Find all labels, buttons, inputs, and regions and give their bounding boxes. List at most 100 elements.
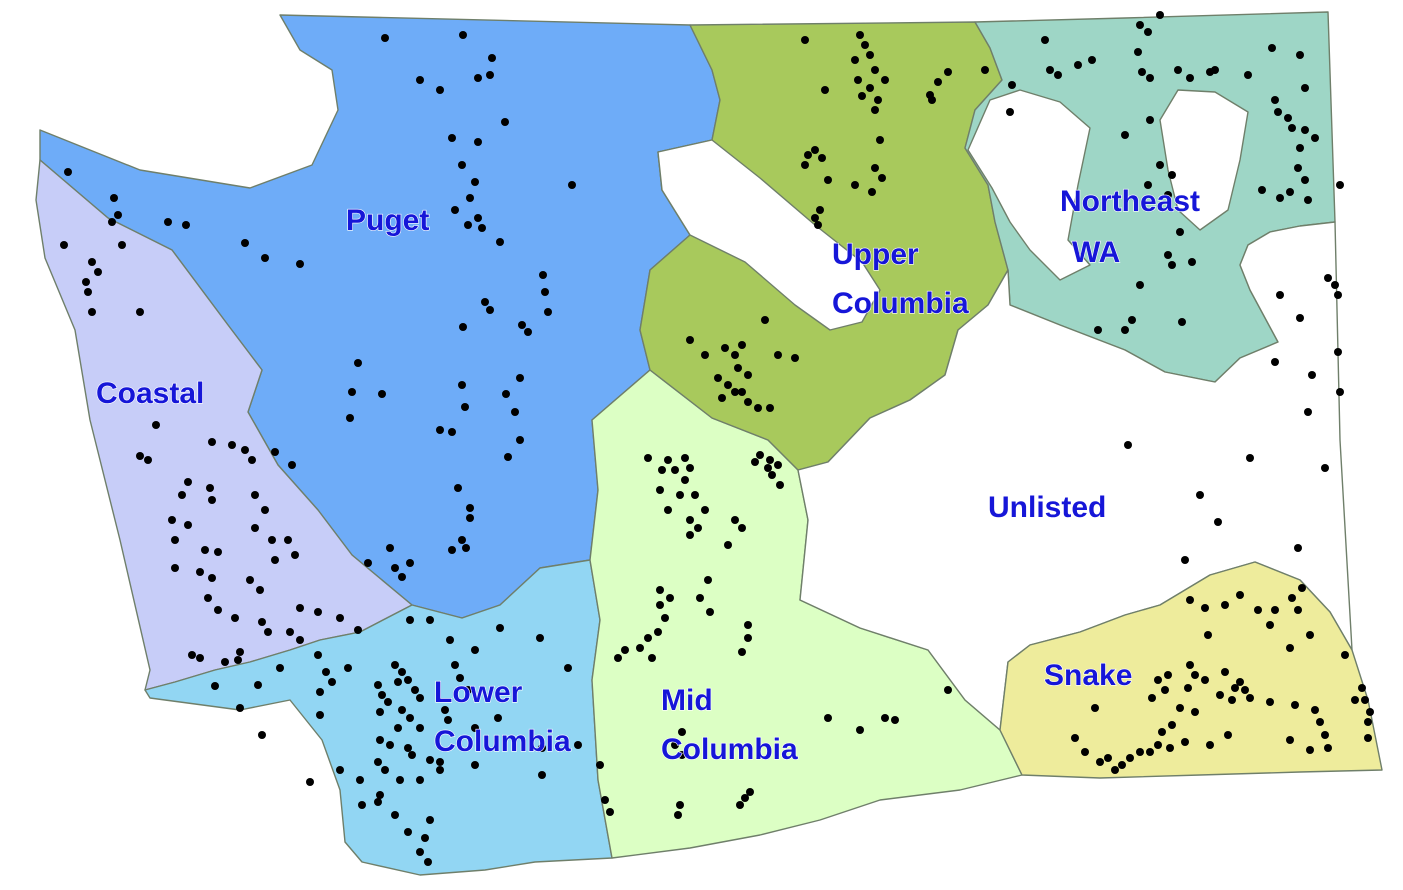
site-marker[interactable] (1324, 274, 1332, 282)
site-marker[interactable] (1246, 454, 1254, 462)
site-marker[interactable] (701, 506, 709, 514)
site-marker[interactable] (1298, 584, 1306, 592)
site-marker[interactable] (486, 71, 494, 79)
site-marker[interactable] (208, 438, 216, 446)
site-marker[interactable] (464, 221, 472, 229)
site-marker[interactable] (184, 478, 192, 486)
site-marker[interactable] (824, 176, 832, 184)
site-marker[interactable] (1334, 348, 1342, 356)
site-marker[interactable] (60, 241, 68, 249)
site-marker[interactable] (406, 714, 414, 722)
site-marker[interactable] (471, 646, 479, 654)
site-marker[interactable] (1121, 131, 1129, 139)
site-marker[interactable] (538, 744, 546, 752)
site-marker[interactable] (881, 714, 889, 722)
site-marker[interactable] (821, 86, 829, 94)
site-marker[interactable] (1336, 388, 1344, 396)
site-marker[interactable] (168, 516, 176, 524)
site-marker[interactable] (564, 664, 572, 672)
site-marker[interactable] (1136, 748, 1144, 756)
site-marker[interactable] (1358, 684, 1366, 692)
site-marker[interactable] (666, 594, 674, 602)
site-marker[interactable] (1236, 591, 1244, 599)
site-marker[interactable] (516, 374, 524, 382)
site-marker[interactable] (108, 218, 116, 226)
site-marker[interactable] (1204, 631, 1212, 639)
site-marker[interactable] (654, 628, 662, 636)
site-marker[interactable] (471, 178, 479, 186)
site-marker[interactable] (1148, 694, 1156, 702)
site-marker[interactable] (421, 834, 429, 842)
site-marker[interactable] (1136, 281, 1144, 289)
site-marker[interactable] (1206, 741, 1214, 749)
site-marker[interactable] (178, 491, 186, 499)
site-marker[interactable] (731, 351, 739, 359)
site-marker[interactable] (451, 661, 459, 669)
site-marker[interactable] (694, 524, 702, 532)
site-marker[interactable] (1331, 281, 1339, 289)
site-marker[interactable] (391, 661, 399, 669)
site-marker[interactable] (661, 614, 669, 622)
site-marker[interactable] (436, 758, 444, 766)
site-marker[interactable] (681, 454, 689, 462)
site-marker[interactable] (851, 56, 859, 64)
site-marker[interactable] (871, 164, 879, 172)
site-marker[interactable] (486, 306, 494, 314)
site-marker[interactable] (1291, 701, 1299, 709)
site-marker[interactable] (1154, 741, 1162, 749)
site-marker[interactable] (441, 706, 449, 714)
site-marker[interactable] (774, 351, 782, 359)
site-marker[interactable] (1146, 74, 1154, 82)
site-marker[interactable] (1288, 124, 1296, 132)
site-marker[interactable] (1184, 684, 1192, 692)
site-marker[interactable] (394, 724, 402, 732)
site-marker[interactable] (1294, 164, 1302, 172)
site-marker[interactable] (234, 656, 242, 664)
site-marker[interactable] (541, 288, 549, 296)
site-marker[interactable] (236, 648, 244, 656)
site-marker[interactable] (1364, 718, 1372, 726)
site-marker[interactable] (644, 634, 652, 642)
site-marker[interactable] (1296, 314, 1304, 322)
site-marker[interactable] (1046, 66, 1054, 74)
site-marker[interactable] (82, 278, 90, 286)
region-snake[interactable] (999, 561, 1383, 779)
site-marker[interactable] (391, 811, 399, 819)
site-marker[interactable] (464, 686, 472, 694)
site-marker[interactable] (1188, 258, 1196, 266)
site-marker[interactable] (1244, 71, 1252, 79)
site-marker[interactable] (1146, 116, 1154, 124)
site-marker[interactable] (188, 651, 196, 659)
site-marker[interactable] (448, 428, 456, 436)
site-marker[interactable] (171, 564, 179, 572)
site-marker[interactable] (644, 454, 652, 462)
site-marker[interactable] (1128, 316, 1136, 324)
site-marker[interactable] (136, 452, 144, 460)
site-marker[interactable] (824, 714, 832, 722)
site-marker[interactable] (731, 516, 739, 524)
site-marker[interactable] (718, 394, 726, 402)
site-marker[interactable] (1178, 318, 1186, 326)
site-marker[interactable] (1174, 66, 1182, 74)
site-marker[interactable] (774, 461, 782, 469)
site-marker[interactable] (721, 344, 729, 352)
site-marker[interactable] (1158, 728, 1166, 736)
site-marker[interactable] (344, 664, 352, 672)
site-marker[interactable] (358, 801, 366, 809)
site-marker[interactable] (1091, 704, 1099, 712)
site-marker[interactable] (471, 761, 479, 769)
site-marker[interactable] (704, 576, 712, 584)
site-marker[interactable] (88, 308, 96, 316)
site-marker[interactable] (621, 646, 629, 654)
site-marker[interactable] (1168, 261, 1176, 269)
site-marker[interactable] (208, 496, 216, 504)
site-marker[interactable] (734, 364, 742, 372)
site-marker[interactable] (296, 636, 304, 644)
site-marker[interactable] (614, 654, 622, 662)
site-marker[interactable] (458, 536, 466, 544)
site-marker[interactable] (152, 421, 160, 429)
site-marker[interactable] (511, 408, 519, 416)
site-marker[interactable] (674, 811, 682, 819)
site-marker[interactable] (94, 268, 102, 276)
site-marker[interactable] (804, 151, 812, 159)
